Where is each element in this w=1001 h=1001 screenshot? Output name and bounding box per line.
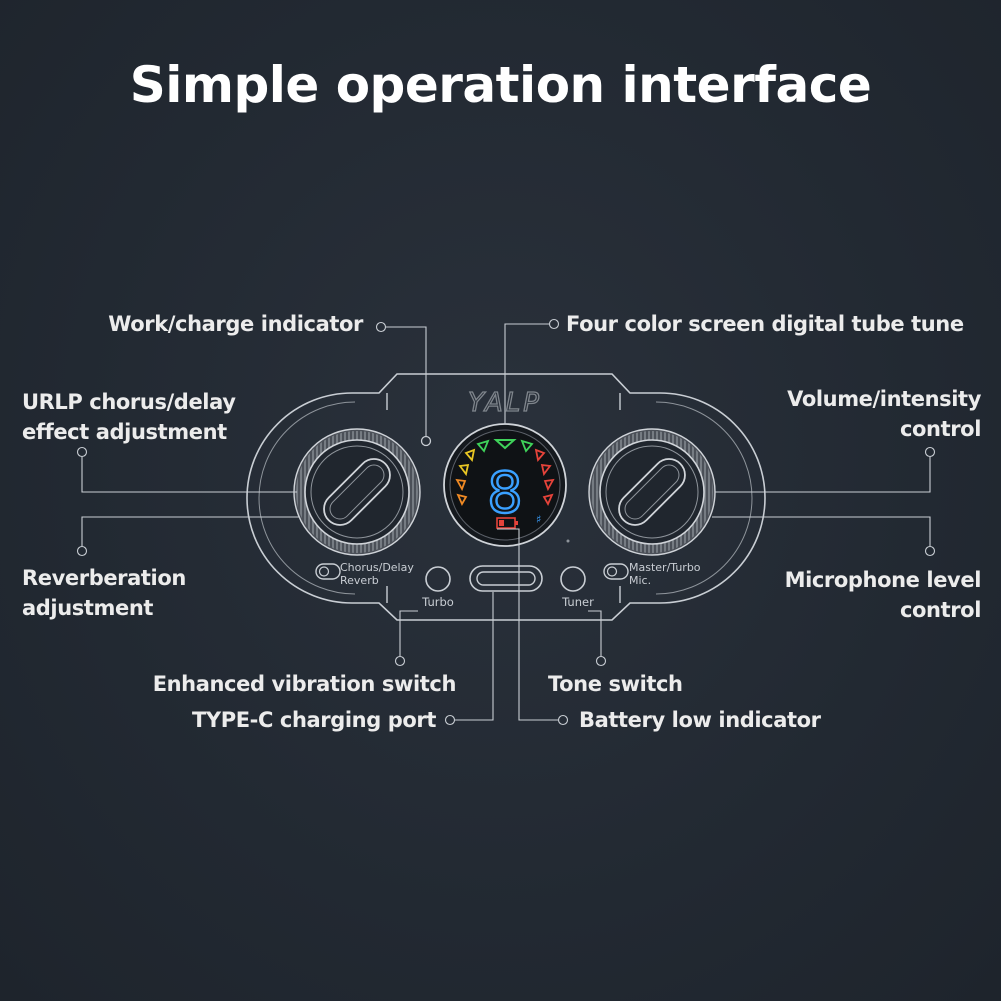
label-reverb-line1: Reverberation	[22, 566, 186, 590]
tuner-display: 8 ♯	[443, 423, 567, 547]
chorus-reverb-switch[interactable]	[315, 563, 341, 580]
label-volume-line1: Volume/intensity	[787, 387, 981, 411]
reverb-switch-label: Reverb	[340, 574, 379, 587]
battery-low-icon	[496, 517, 518, 529]
work-charge-led	[420, 435, 432, 447]
device-body-inner-left	[258, 401, 356, 595]
typec-port[interactable]	[469, 565, 543, 592]
callout-leaders	[76, 318, 936, 726]
label-mic-line2: control	[899, 598, 981, 622]
label-volume-line2: control	[899, 417, 981, 441]
label-chorus-line1: URLP chorus/delay	[22, 390, 236, 414]
label-mic-line1: Microphone level	[784, 568, 982, 592]
label-reverb-line2: adjustment	[22, 596, 154, 620]
brand-logo: YALP	[468, 388, 542, 418]
page-title: Simple operation interface	[129, 56, 872, 114]
volume-intensity-knob[interactable]	[588, 428, 716, 556]
tuner-digit: 8	[487, 461, 523, 526]
label-work-charge: Work/charge indicator	[108, 312, 363, 336]
device-body	[246, 373, 766, 621]
device-body-inner-right	[655, 401, 753, 595]
label-chorus-line2: effect adjustment	[22, 420, 227, 444]
turbo-button[interactable]	[425, 566, 451, 592]
sharp-icon: ♯	[536, 513, 541, 526]
label-battery: Battery low indicator	[579, 708, 821, 732]
label-vibration: Enhanced vibration switch	[152, 672, 457, 696]
label-tone: Tone switch	[548, 672, 683, 696]
turbo-button-label: Turbo	[421, 595, 454, 609]
tuner-button-label: Tuner	[561, 595, 594, 609]
mic-switch-label: Mic.	[629, 574, 651, 587]
label-typec: TYPE-C charging port	[191, 708, 436, 732]
tuner-button[interactable]	[560, 566, 586, 592]
master-turbo-switch-label: Master/Turbo	[629, 561, 701, 574]
chorus-delay-switch-label: Chorus/Delay	[340, 561, 414, 574]
chorus-delay-knob[interactable]	[293, 428, 421, 556]
tuner-center-indicator	[493, 439, 517, 450]
label-tube-tune: Four color screen digital tube tune	[566, 312, 964, 336]
master-mic-switch[interactable]	[603, 563, 629, 580]
